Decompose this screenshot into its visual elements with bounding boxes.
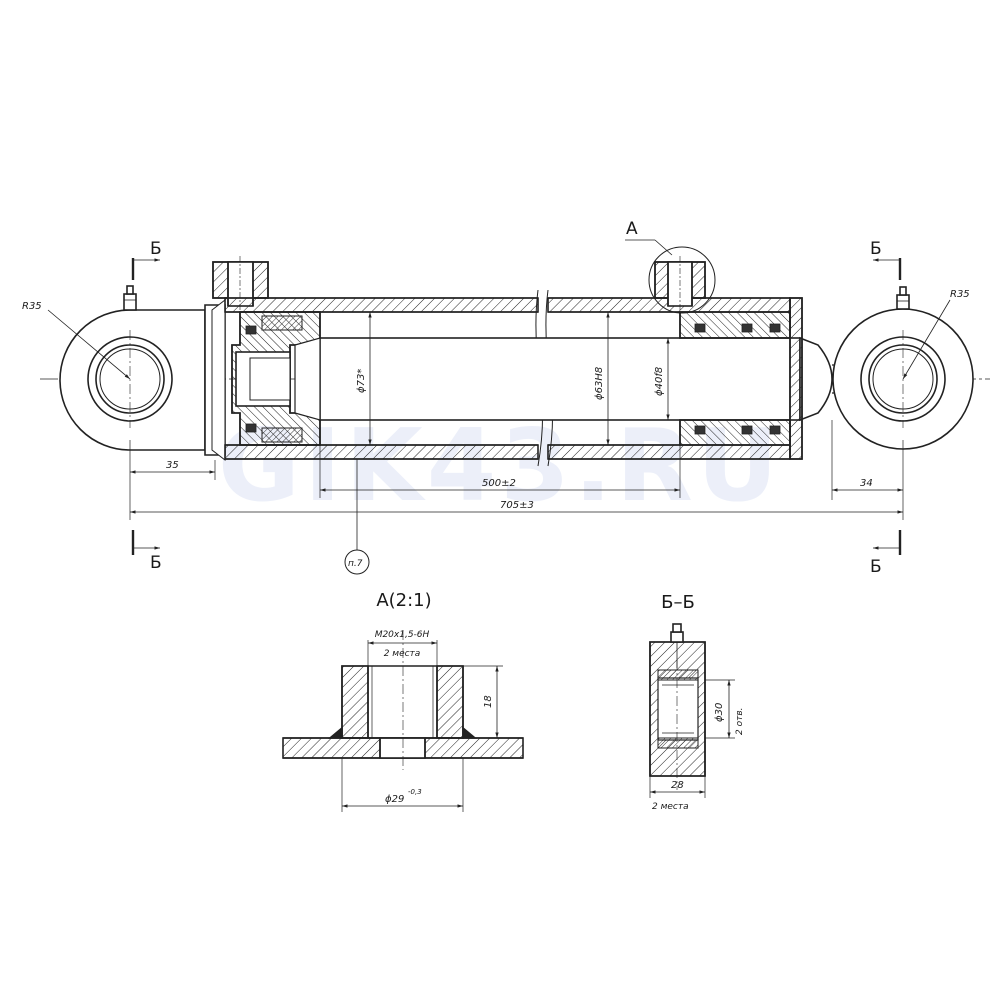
detail-a-height: 18 [483, 695, 494, 708]
dia-bore-label: ϕ63H8 [594, 367, 605, 400]
detail-a-tol: -0,3 [408, 788, 422, 796]
dia-rod-label: ϕ40f8 [654, 367, 665, 396]
detail-a-count: 2 места [384, 649, 421, 659]
section-mark-tr: Б [870, 239, 882, 259]
radius-right-label: R35 [950, 289, 970, 300]
detail-a-thread: M20x1,5-6H [375, 630, 430, 640]
section-bb-labels: Б–Б ϕ30 2 отв. 28 2 места [652, 592, 745, 812]
detail-a-mark: А [626, 219, 638, 239]
cylinder-bottom [204, 298, 226, 462]
left-eye [59, 285, 206, 451]
detail-a-title: А(2:1) [376, 590, 431, 611]
section-bb-view [649, 623, 735, 798]
section-bb-title: Б–Б [661, 592, 695, 613]
piston [231, 311, 321, 446]
detail-a-labels: А(2:1) M20x1,5-6H 2 места 18 ϕ29 -0,3 [375, 590, 494, 805]
dim-total-label: 705±3 [500, 500, 534, 511]
radius-left-label: R35 [22, 301, 42, 312]
detail-a-dia: ϕ29 [385, 794, 404, 805]
main-view-labels: R35 R35 ϕ73* ϕ63H8 ϕ40f8 35 34 500±2 705… [22, 219, 970, 577]
dim-stroke-label: 500±2 [482, 478, 516, 489]
rod-gland [679, 297, 803, 460]
dim-34-label: 34 [860, 478, 873, 489]
barrel-upper-wall [224, 297, 791, 313]
barrel-lower-wall [224, 444, 791, 460]
section-mark-tl: Б [150, 239, 162, 259]
section-bb-holes: 2 отв. [735, 707, 745, 735]
dia-piston-label: ϕ73* [356, 369, 367, 393]
section-bb-count: 2 места [652, 802, 689, 812]
right-port-boss [654, 256, 706, 312]
section-mark-bl: Б [150, 553, 162, 573]
item-balloon-label: п.7 [348, 559, 363, 569]
section-mark-br: Б [870, 557, 882, 577]
main-view [40, 239, 990, 575]
section-bb-dia: ϕ30 [714, 703, 725, 722]
right-eye [832, 286, 974, 450]
section-bb-width: 28 [671, 780, 684, 791]
detail-a-view [282, 630, 524, 812]
dim-35-label: 35 [166, 460, 179, 471]
piston-rod [294, 336, 850, 422]
